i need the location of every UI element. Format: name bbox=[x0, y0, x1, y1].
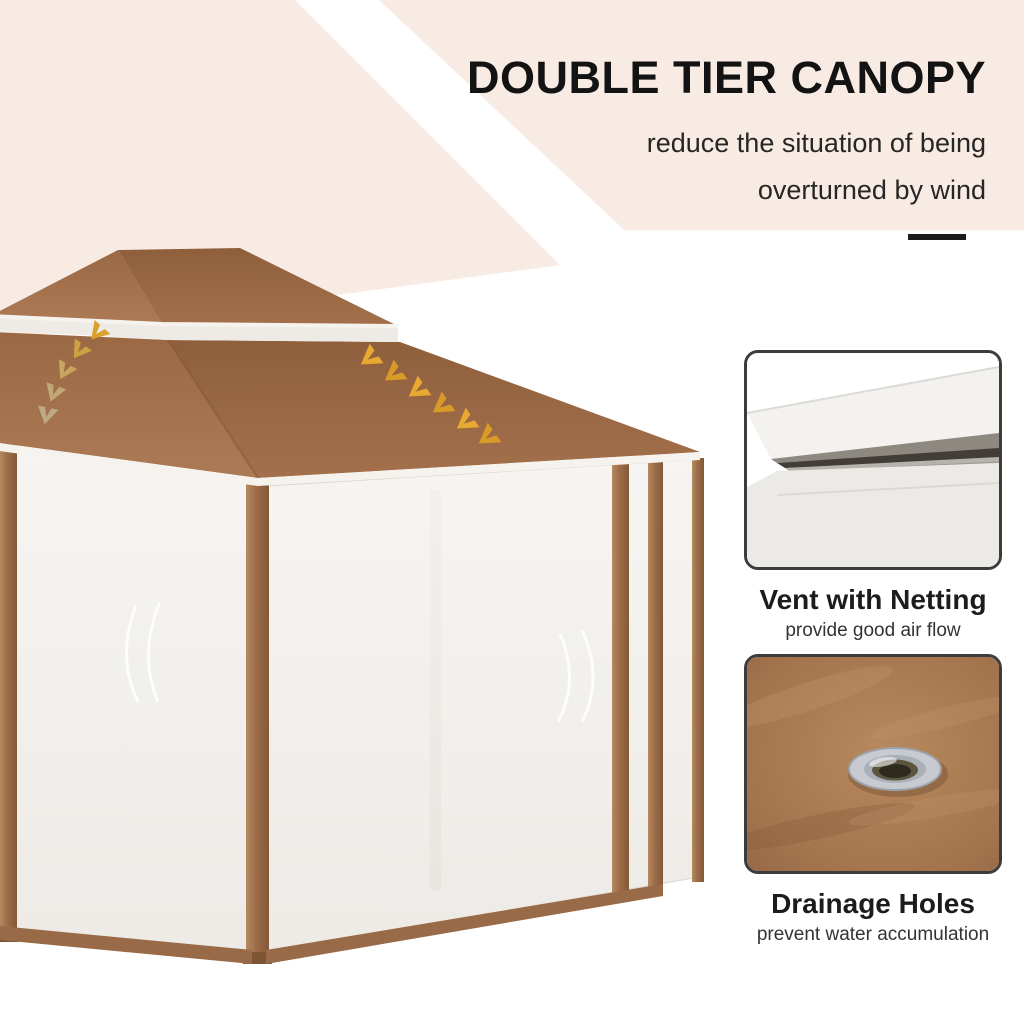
gazebo-product-image bbox=[0, 238, 715, 1024]
feature-subtitle-drainage: prevent water accumulation bbox=[756, 924, 990, 945]
bottom-rails bbox=[0, 884, 663, 964]
feature-vent: Vent with Netting provide good air flow bbox=[744, 350, 1002, 642]
top-canopy-tier bbox=[0, 248, 399, 328]
grommet-closeup-image bbox=[744, 654, 1002, 874]
drainage-grommet-icon bbox=[848, 747, 948, 797]
feature-title-vent: Vent with Netting bbox=[759, 584, 987, 615]
feature-title-drainage: Drainage Holes bbox=[771, 888, 975, 919]
feature-callouts: Vent with Netting provide good air flow bbox=[744, 350, 1002, 946]
subtitle-line1: reduce the situation of being bbox=[646, 128, 986, 158]
feature-drainage: Drainage Holes prevent water accumulatio… bbox=[744, 654, 1002, 946]
page-title: DOUBLE TIER CANOPY bbox=[466, 52, 986, 103]
vent-closeup-illustration bbox=[747, 353, 999, 567]
subtitle-line2: overturned by wind bbox=[757, 175, 986, 205]
feature-subtitle-vent: provide good air flow bbox=[785, 620, 961, 641]
gazebo-illustration bbox=[0, 248, 704, 964]
lower-canopy-tier bbox=[0, 332, 700, 486]
divider-dash bbox=[908, 234, 966, 240]
grommet-closeup-illustration bbox=[747, 657, 999, 871]
mesh-netting-walls bbox=[11, 449, 695, 953]
header: DOUBLE TIER CANOPY reduce the situation … bbox=[366, 52, 986, 240]
vent-closeup-image bbox=[744, 350, 1002, 570]
